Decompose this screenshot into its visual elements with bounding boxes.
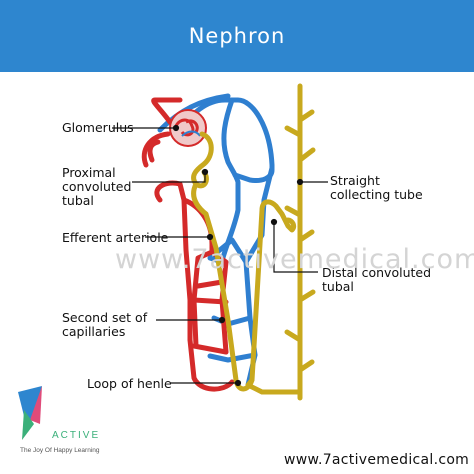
label-loop-of-henle: Loop of henle	[87, 376, 172, 391]
label-efferent-arteriole: Efferent arteriole	[62, 230, 169, 245]
glomerulus-capsule	[169, 109, 207, 147]
label-straight-collecting-tube: Straight collecting tube	[330, 173, 423, 202]
label-distal-convoluted: Distal convoluted tubal	[322, 265, 432, 294]
brand-tagline: The Joy Of Happy Learning	[20, 447, 100, 454]
footer-url[interactable]: www.7activemedical.com	[284, 452, 470, 468]
label-second-capillaries: Second set of capillaries	[62, 310, 148, 339]
collecting-tube	[284, 83, 316, 401]
watermark: www.7activemedical.com	[115, 244, 474, 275]
brand-logo	[18, 386, 42, 440]
nephron-diagram	[18, 83, 328, 440]
brand-name: ACTIVE	[52, 430, 101, 441]
label-proximal: Proximal convoluted tubal	[62, 165, 132, 208]
page-title: Nephron	[188, 24, 286, 48]
vein-vessels	[157, 93, 275, 388]
renal-tubule	[191, 131, 303, 395]
title-banner: Nephron	[0, 0, 474, 72]
artery-vessels	[141, 97, 235, 392]
leader-lines	[112, 124, 328, 387]
label-glomerulus: Glomerulus	[62, 120, 134, 135]
